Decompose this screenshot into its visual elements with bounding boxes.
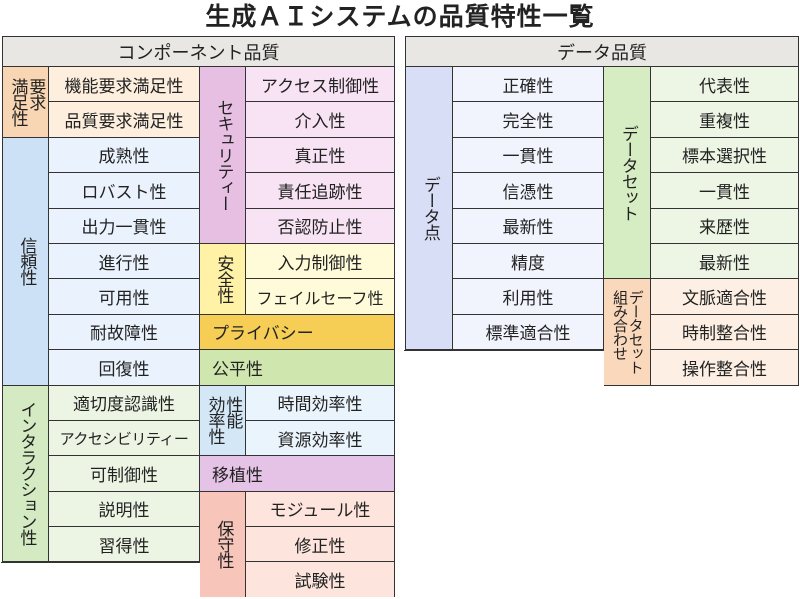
cell: 最新性 [651, 243, 798, 279]
cell: 時間効率性 [246, 385, 394, 420]
cell: アクセス制御性 [246, 67, 394, 102]
interaction-group: インタラクション性 [3, 385, 48, 562]
cell: 操作整合性 [651, 350, 798, 385]
cell: 完全性 [453, 102, 603, 137]
cell: 真正性 [246, 137, 394, 173]
combination-group: データセット 組み合わせ [604, 279, 650, 385]
component-quality-header: コンポーネント品質 [3, 37, 394, 66]
component-quality-table: コンポーネント品質 要求 満足性 機能要求満足性 品質要求満足性 信頼性 成熟性… [1, 36, 395, 599]
cell: 否認防止性 [246, 208, 394, 243]
cell: 入力制御性 [246, 243, 394, 279]
blank-area [404, 350, 604, 387]
cell: 正確性 [453, 67, 603, 102]
cell: アクセシビリティー [49, 420, 199, 456]
cell: 責任追跡性 [246, 173, 394, 208]
cell: 利用性 [453, 279, 603, 314]
cell: 時制整合性 [651, 314, 798, 350]
cell: ロバスト性 [49, 173, 199, 208]
cell: 資源効率性 [246, 420, 394, 456]
data-quality-table: データ品質 データ点 正確性 完全性 一貫性 信憑性 最新性 精度 利用性 標準… [404, 36, 799, 387]
cell: 標準適合性 [453, 314, 603, 350]
cell: 文脈適合性 [651, 279, 798, 314]
requirement-group: 要求 満足性 [3, 67, 48, 137]
cell: 成熟性 [49, 137, 199, 173]
cell: 一貫性 [651, 173, 798, 208]
performance-group: 性能 効率性 [200, 385, 245, 456]
cell: 耐故障性 [49, 314, 199, 350]
cell: 適切度認識性 [49, 385, 199, 420]
cell: モジュール性 [246, 491, 394, 527]
cell: 習得性 [49, 527, 199, 562]
cell: 来歴性 [651, 208, 798, 243]
portability-cell: 移植性 [200, 456, 394, 491]
blank-area [1, 562, 200, 599]
cell: 回復性 [49, 350, 199, 385]
cell: 進行性 [49, 243, 199, 279]
cell: 品質要求満足性 [49, 102, 199, 137]
cell: 信憑性 [453, 173, 603, 208]
cell: 最新性 [453, 208, 603, 243]
cell: 試験性 [246, 562, 394, 597]
maintainability-group: 保守性 [200, 491, 245, 597]
cell: 説明性 [49, 491, 199, 527]
cell: 代表性 [651, 67, 798, 102]
cell: 標本選択性 [651, 137, 798, 173]
safety-group: 安全性 [200, 243, 245, 314]
cell: 精度 [453, 243, 603, 279]
cell: 一貫性 [453, 137, 603, 173]
data-quality-header: データ品質 [406, 37, 798, 66]
page-title: 生成ＡＩシステムの品質特性一覧 [205, 2, 595, 31]
privacy-cell: プライバシー [200, 314, 394, 350]
cell: 介入性 [246, 102, 394, 137]
fairness-cell: 公平性 [200, 350, 394, 385]
cell: フェイルセーフ性 [246, 279, 394, 314]
cell: 修正性 [246, 527, 394, 562]
cell: 可制御性 [49, 456, 199, 491]
dataset-group: データセット [604, 67, 650, 279]
cell: 可用性 [49, 279, 199, 314]
cell: 機能要求満足性 [49, 67, 199, 102]
cell: 重複性 [651, 102, 798, 137]
cell: 出力一貫性 [49, 208, 199, 243]
security-group: セキュリティー [200, 67, 245, 243]
datapoint-group: データ点 [406, 67, 452, 350]
reliability-group: 信頼性 [3, 137, 48, 385]
